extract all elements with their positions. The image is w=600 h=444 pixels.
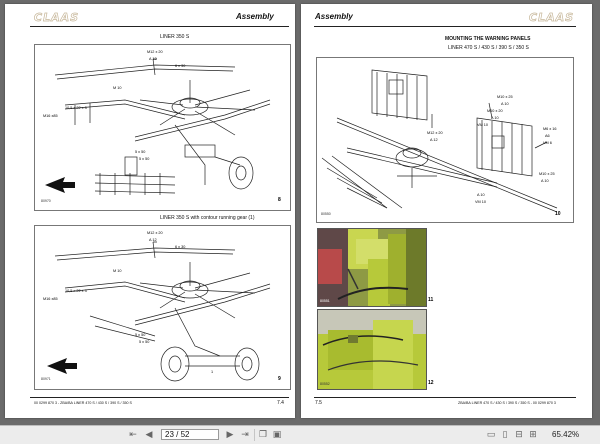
callout-1: M12 x 20: [147, 50, 163, 54]
callout-2: A 10: [501, 102, 509, 106]
callout-4: A 10: [491, 116, 499, 120]
left-page: CLAAS Assembly LINER 350 S: [5, 4, 295, 418]
figure-9-caption: LINER 350 S with contour running gear (1…: [160, 215, 255, 221]
figure-12-number: 12: [428, 380, 434, 386]
callout-8: 5 x 50: [139, 340, 150, 344]
callout-10: VM 6: [543, 141, 552, 145]
callout-2: A 12: [149, 238, 157, 242]
callout-11: M10 x 25: [539, 172, 555, 176]
toolbar-separator: [254, 429, 255, 441]
callout-5: VM 10: [477, 123, 488, 127]
callout-3: 6 x 30: [175, 245, 186, 249]
callout-8: 5 x 50: [139, 157, 150, 161]
claas-logo: CLAAS: [34, 11, 80, 25]
callout-9: 1: [211, 370, 214, 374]
rotary-rake-contour-drawing: [47, 241, 271, 382]
page-header-title: Assembly: [315, 12, 353, 21]
figure-10: M10 x 25 A 10 M10 x 20 A 10 VM 10 M12 x …: [316, 57, 574, 223]
callout-4: M 10: [113, 86, 122, 90]
rotary-rake-drawing: [45, 58, 271, 195]
paste-icon[interactable]: ▣: [272, 429, 282, 439]
callout-7: 5 x 50: [135, 333, 146, 337]
figure-10-id: 80550: [321, 212, 331, 216]
callout-3: 6 x 30: [175, 64, 186, 68]
warning-panel-drawing: [321, 69, 558, 213]
footer-rule: [314, 397, 576, 398]
callout-7: 5 x 50: [135, 150, 146, 154]
zoom-level[interactable]: 65.42%: [552, 430, 580, 439]
copy-icon[interactable]: ❐: [258, 429, 268, 439]
callout-7: A 12: [430, 138, 438, 142]
callout-6: M12 x 20: [427, 131, 443, 135]
zoom-out-icon[interactable]: ⊟: [515, 429, 523, 439]
callout-8: M6 x 16: [543, 127, 557, 131]
fit-width-icon[interactable]: ▭: [486, 429, 496, 439]
page-header-title: Assembly: [236, 12, 274, 21]
right-page: Assembly CLAAS MOUNTING THE WARNING PANE…: [301, 4, 592, 418]
photo-11: 80551: [317, 228, 427, 307]
figure-9: M12 x 20 A 12 6 x 30 M 10 10,5 x 22 x 3 …: [34, 225, 291, 390]
figure-8-id: 80970: [41, 199, 51, 203]
first-page-icon[interactable]: ⇤: [129, 429, 137, 439]
figure-9-id: 80971: [41, 377, 51, 381]
callout-4: M 10: [113, 269, 122, 273]
header-rule: [30, 26, 289, 27]
figure-11-number: 11: [428, 297, 434, 303]
page-number: 7.5: [315, 400, 322, 406]
callout-1: M10 x 25: [497, 95, 513, 99]
callout-2: A 12: [149, 57, 157, 61]
footer-rule: [30, 397, 289, 398]
figure-9-number: 9: [278, 376, 281, 382]
section-title: MOUNTING THE WARNING PANELS: [445, 36, 531, 42]
callout-12: A 10: [541, 179, 549, 183]
header-rule: [314, 26, 576, 27]
callout-6: M16 x85: [43, 297, 58, 301]
figure-8-caption: LINER 350 S: [160, 34, 190, 40]
last-page-icon[interactable]: ⇥: [241, 429, 249, 439]
figure-8-number: 8: [278, 197, 281, 203]
zoom-in-icon[interactable]: ⊞: [529, 429, 537, 439]
footer-text: ZBA/BA LINER 470 S / 430 S / 390 S / 350…: [458, 401, 556, 405]
callout-14: VM 10: [475, 200, 486, 204]
next-page-icon[interactable]: ▶: [226, 429, 234, 439]
callout-1: M12 x 20: [147, 231, 163, 235]
callout-3: M10 x 20: [487, 109, 503, 113]
callout-5: 10,5 x 22 x 3: [65, 289, 87, 293]
callout-13: A 10: [477, 193, 485, 197]
callout-9: A6: [545, 134, 550, 138]
fit-page-icon[interactable]: ▯: [502, 429, 508, 439]
page-number-input[interactable]: [161, 429, 219, 440]
section-subtitle: LINER 470 S / 430 S / 390 S / 350 S: [448, 45, 529, 51]
machine-photo: [318, 310, 426, 389]
figure-12-id: 80552: [320, 382, 330, 386]
figure-8: M12 x 20 A 12 6 x 30 M 10 10,5 x 22 x 3 …: [34, 44, 291, 211]
previous-page-icon[interactable]: ◀: [145, 429, 153, 439]
machine-photo: [318, 229, 426, 306]
figure-11-id: 80551: [320, 299, 330, 303]
callout-6: M16 x85: [43, 114, 58, 118]
pdf-toolbar: ⇤ ◀ ▶ ⇥ ❐ ▣ ▭ ▯ ⊟ ⊞ 65.42%: [0, 425, 600, 444]
photo-12: 80552: [317, 309, 427, 390]
page-number: 7.4: [277, 400, 284, 406]
footer-text: 00 0299 870 3 - ZBA/BA LINER 470 S / 430…: [34, 401, 132, 405]
figure-10-number: 10: [555, 211, 561, 217]
claas-logo: CLAAS: [529, 11, 575, 25]
callout-5: 10,5 x 22 x 3: [65, 106, 87, 110]
